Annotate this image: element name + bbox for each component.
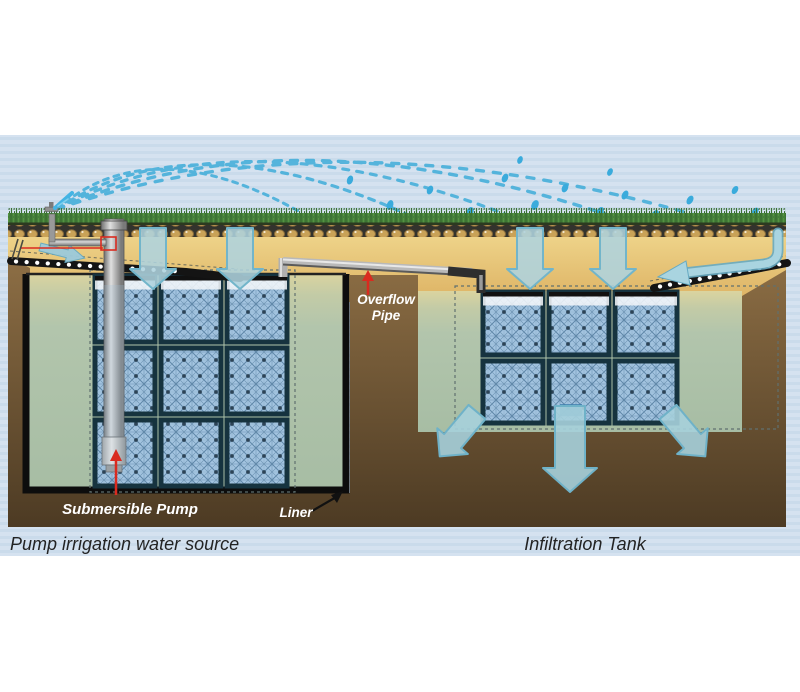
sprinkler-head <box>44 202 59 212</box>
overflow-pipe-label-line1: Overflow <box>357 292 416 307</box>
infiltration-arrows <box>129 227 637 290</box>
inflow-arrow-right <box>656 227 784 286</box>
submersible-pump-label: Submersible Pump <box>62 501 198 518</box>
infiltration-arrow-2 <box>216 227 264 290</box>
subsoil-below-left-tank <box>8 493 418 527</box>
grass-layer <box>8 213 786 224</box>
percolation-arrow-left <box>436 403 487 458</box>
subsoil <box>8 256 786 527</box>
right-tank-geotextile-outline <box>454 285 779 430</box>
overflow-pipe <box>278 257 486 293</box>
subsoil-below-right-tank <box>418 430 786 527</box>
pump-annotation-arrow <box>110 449 122 495</box>
sprinkler-spray-arcs <box>55 158 747 232</box>
percolation-arrow-right <box>658 403 709 458</box>
aggregate-layer <box>8 225 786 237</box>
crate-top-bands-right <box>483 292 677 306</box>
sprinkler-assembly <box>44 191 107 247</box>
crate-grid-right <box>480 289 680 426</box>
riser-pipe <box>100 218 128 442</box>
surface-marker <box>11 238 24 261</box>
control-wire-red <box>20 236 117 251</box>
infiltration-arrow-1 <box>129 227 177 290</box>
subsoil-middle-column <box>350 275 418 527</box>
percolation-arrow-middle <box>542 405 598 493</box>
liner-outline <box>22 274 350 494</box>
liner-annotation-arrow <box>311 491 343 512</box>
right-caption: Infiltration Tank <box>524 534 646 554</box>
infiltration-arrow-3 <box>506 227 554 290</box>
overflow-pipe-label-line2: Pipe <box>372 308 401 323</box>
percolation-arrows <box>436 403 709 493</box>
infiltration-arrow-4 <box>589 227 637 290</box>
left-caption: Pump irrigation water source <box>10 534 239 554</box>
liner-label: Liner <box>279 505 313 520</box>
sprinkler-supply-pipe <box>48 238 107 247</box>
grass-blades <box>8 208 786 215</box>
subsoil-right-margin <box>742 270 786 430</box>
overflow-annotation-arrow <box>362 270 374 295</box>
grass-base-line <box>8 222 786 225</box>
crate-top-bands-left <box>95 276 287 290</box>
